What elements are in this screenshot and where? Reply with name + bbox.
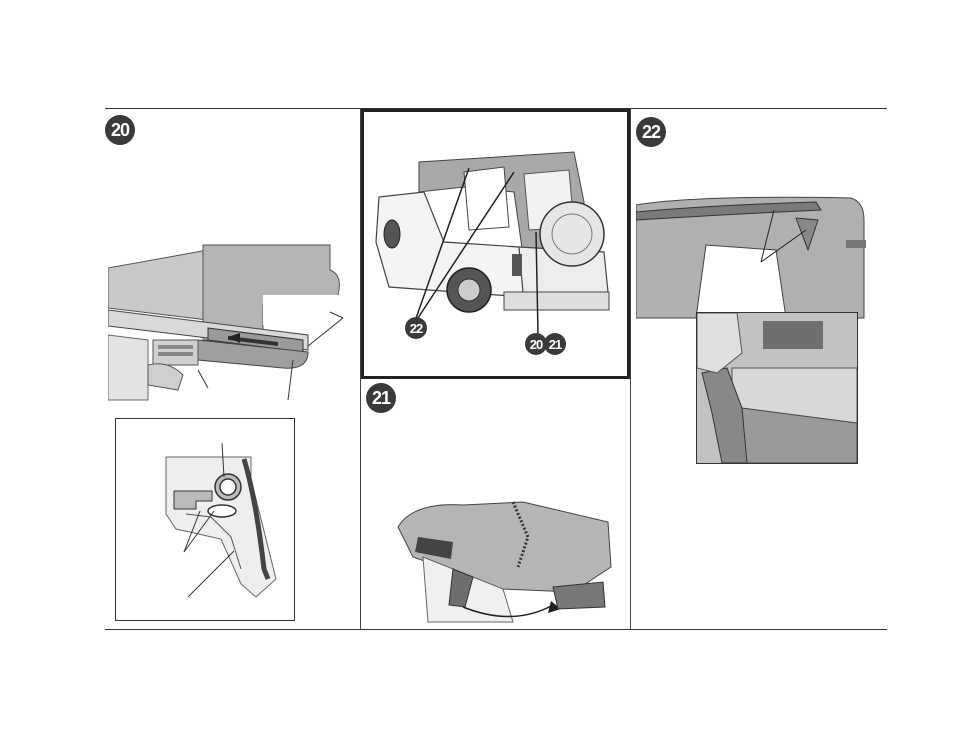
step-20-inset-frame — [115, 418, 295, 621]
vehicle-callout-22: 22 — [405, 317, 427, 339]
vehicle-callout-21: 21 — [544, 333, 566, 355]
step-22-inset-frame — [696, 312, 858, 464]
vehicle-overview-frame: 22 20 21 — [361, 109, 630, 379]
column-divider-2 — [630, 108, 631, 630]
step-20-cross-section-illustration — [116, 419, 294, 620]
step-21-fold-illustration — [393, 497, 615, 627]
step-20-rail-illustration — [108, 240, 348, 405]
step-20-badge: 20 — [105, 115, 135, 145]
step-21-badge: 21 — [366, 383, 396, 413]
vehicle-illustration — [364, 112, 627, 376]
bottom-rule — [105, 629, 887, 630]
step-22-interior-illustration — [697, 313, 857, 463]
step-22-badge: 22 — [636, 117, 666, 147]
step-22-zipper-illustration — [636, 190, 866, 320]
